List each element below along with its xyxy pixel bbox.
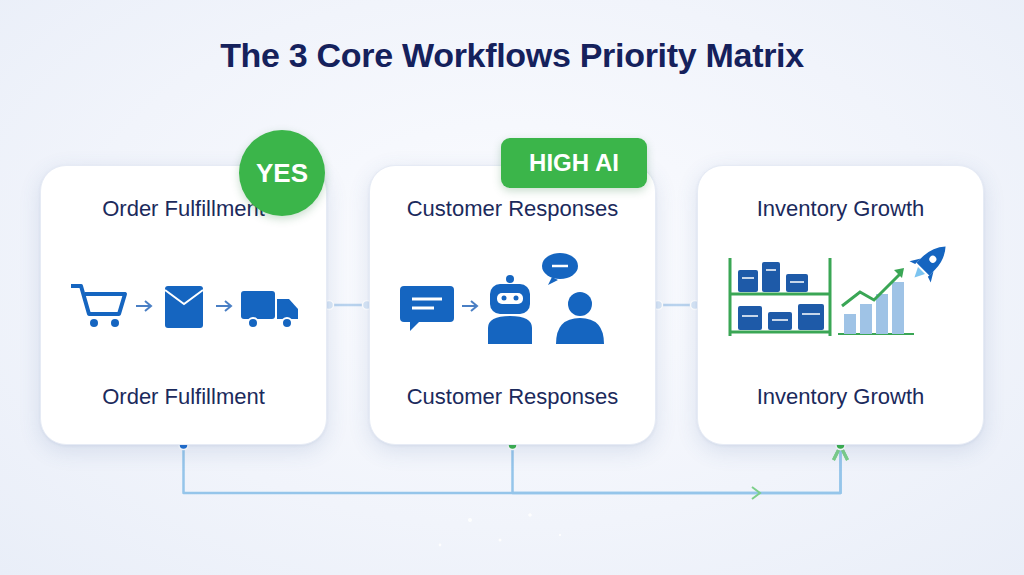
truck-wheel xyxy=(282,318,292,328)
card-caption: Inventory Growth xyxy=(698,384,983,410)
box-labels xyxy=(742,270,820,320)
robot-eye xyxy=(514,296,519,301)
truck-wheel xyxy=(248,318,258,328)
growth-arrow xyxy=(894,268,904,278)
reply-tail xyxy=(548,277,558,285)
flow-arrow xyxy=(136,301,151,311)
package-icon xyxy=(165,286,203,328)
priority-badge: HIGH AI xyxy=(501,138,647,188)
robot-eye xyxy=(502,296,507,301)
chat-tail xyxy=(410,322,419,331)
chat-bubble xyxy=(400,286,454,322)
priority-badge: YES xyxy=(239,130,325,216)
card-heading: Inventory Growth xyxy=(698,196,983,222)
sparkles xyxy=(439,513,562,546)
sparkle xyxy=(439,544,442,547)
robot-body xyxy=(488,316,532,344)
flow-connector xyxy=(513,445,841,493)
stock-boxes xyxy=(738,262,824,330)
person-body xyxy=(556,318,604,344)
rocket-icon xyxy=(904,236,956,288)
sparkle xyxy=(468,518,472,522)
sparkle xyxy=(559,534,561,536)
cart-wheel xyxy=(111,319,119,327)
workflow-card: Order FulfillmentOrder FulfillmentYES xyxy=(40,165,327,445)
reply-line xyxy=(552,265,568,268)
growth-line xyxy=(842,274,900,306)
shelf-frame xyxy=(730,258,830,336)
workflow-card: Inventory GrowthInventory Growth xyxy=(697,165,984,445)
truck-body xyxy=(241,291,275,319)
person-head xyxy=(568,292,592,316)
cart-wheel xyxy=(90,319,98,327)
sparkle xyxy=(528,513,532,517)
bus-chevron xyxy=(752,487,760,499)
chat-lines xyxy=(412,299,442,308)
cart-icon xyxy=(71,286,125,314)
diagram-title: The 3 Core Workflows Priority Matrix xyxy=(0,36,1024,75)
package-fold xyxy=(165,290,203,304)
badge-text: HIGH AI xyxy=(529,149,619,177)
sparkle xyxy=(499,539,502,542)
flow-arrow xyxy=(462,301,477,311)
card-caption: Customer Responses xyxy=(370,384,655,410)
flow-arrow xyxy=(216,301,231,311)
robot-visor xyxy=(497,293,523,304)
robot-head xyxy=(490,284,530,314)
truck-cab xyxy=(277,299,298,319)
robot-antenna xyxy=(506,275,514,283)
reply-bubble xyxy=(542,253,578,279)
card-caption: Order Fulfillment xyxy=(41,384,326,410)
workflow-card: Customer ResponsesCustomer ResponsesHIGH… xyxy=(369,165,656,445)
badge-text: YES xyxy=(256,158,308,189)
card-heading: Customer Responses xyxy=(370,196,655,222)
chart-bars xyxy=(844,282,904,334)
flow-connector xyxy=(184,445,841,493)
